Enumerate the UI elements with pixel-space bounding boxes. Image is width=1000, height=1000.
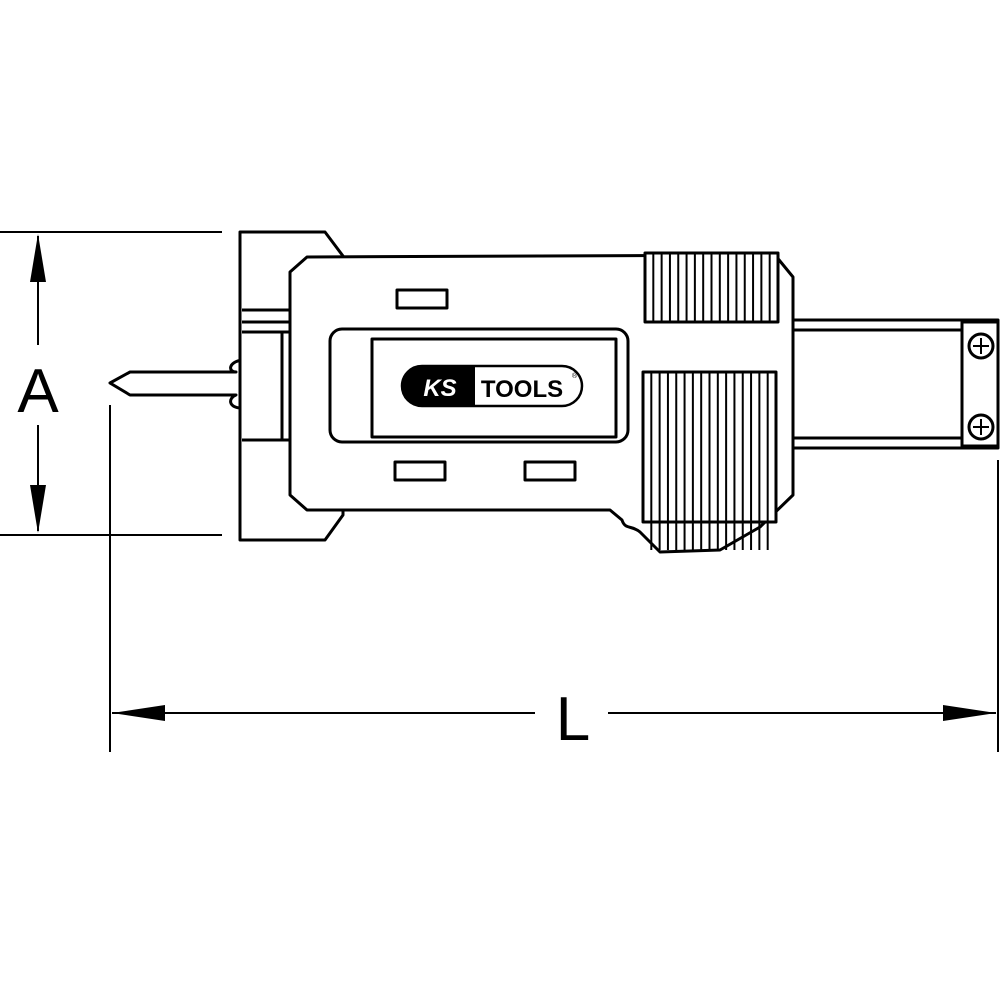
dimension-a: A <box>0 231 222 536</box>
button-slot <box>393 460 447 482</box>
button-slot <box>523 460 577 482</box>
measuring-rod <box>788 318 1000 450</box>
probe-pin <box>108 358 244 410</box>
knurl-grip-top <box>652 254 771 321</box>
dimension-l: L <box>109 405 999 754</box>
dimension-label-l: L <box>556 685 590 754</box>
dimension-label-a: A <box>17 357 59 426</box>
screw-icon <box>967 413 995 441</box>
svg-text:KS: KS <box>423 375 456 402</box>
svg-text:TOOLS: TOOLS <box>481 376 563 403</box>
screw-icon <box>967 332 995 360</box>
ks-tools-logo: KS TOOLS ® <box>400 364 584 408</box>
knurl-grip-bottom <box>650 373 769 550</box>
button-slot <box>395 288 449 310</box>
svg-text:®: ® <box>572 372 578 380</box>
